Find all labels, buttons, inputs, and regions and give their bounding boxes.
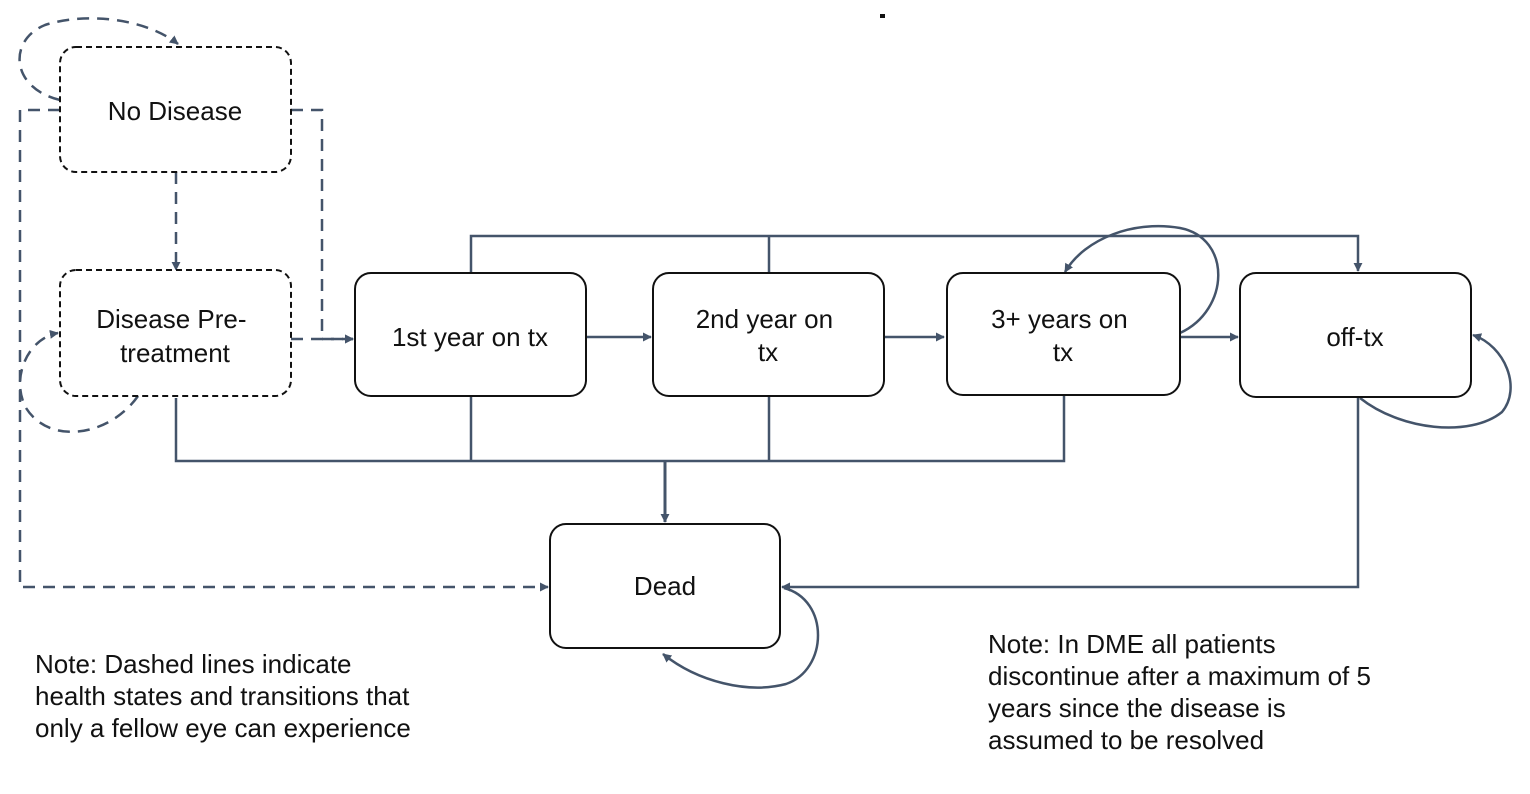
- note-dashed-line3: only a fellow eye can experience: [35, 713, 411, 743]
- svg-text:3+ years on tx: 3+ years on tx: [991, 304, 1135, 367]
- year2-label-line1: 2nd year on: [696, 304, 833, 334]
- dashed-connectors: [18, 17, 549, 592]
- note-dme-line4: assumed to be resolved: [988, 725, 1265, 755]
- note-dme-line1: Note: In DME all patients: [988, 629, 1276, 659]
- year2-label-line2: tx: [758, 337, 778, 367]
- state-year1: 1st year on tx: [354, 272, 587, 397]
- no-disease-label: No Disease: [108, 96, 242, 126]
- no-disease-to-dead-arrow: [18, 108, 549, 592]
- pretreatment-label-line1: Disease Pre-: [96, 304, 246, 334]
- offtx-self-loop: [1359, 333, 1512, 429]
- year3-label-line2: tx: [1053, 337, 1073, 367]
- solid-connectors: [174, 224, 1512, 689]
- note-dme-line2: discontinue after a maximum of 5: [988, 661, 1371, 691]
- year3-label-line1: 3+ years on: [991, 304, 1128, 334]
- svg-text:Disease Pre- treatment: Disease Pre- treatment: [96, 304, 254, 368]
- dead-self-loop: [662, 586, 820, 689]
- state-year3: 3+ years on tx: [946, 272, 1181, 396]
- top-bus-to-offtx: [469, 234, 1363, 273]
- stray-mark: [880, 14, 885, 18]
- offtx-label: off-tx: [1326, 322, 1383, 352]
- note-dashed-line1: Note: Dashed lines indicate: [35, 649, 352, 679]
- svg-text:2nd year on tx: 2nd year on tx: [696, 304, 841, 367]
- note-dashed-line2: health states and transitions that: [35, 681, 410, 711]
- year3-self-loop: [1063, 224, 1220, 335]
- state-disease-pretreatment: Disease Pre- treatment: [59, 269, 292, 397]
- svg-text:off-tx: off-tx: [1326, 322, 1383, 352]
- svg-text:Dead: Dead: [634, 571, 696, 601]
- note-dme: Note: In DME all patients discontinue af…: [988, 628, 1371, 756]
- offtx-to-dead-arrow: [781, 397, 1360, 592]
- svg-text:No Disease: No Disease: [108, 96, 242, 126]
- note-dme-line3: years since the disease is: [988, 693, 1286, 723]
- state-off-tx: off-tx: [1239, 272, 1472, 398]
- pretreatment-self-loop: [18, 329, 140, 433]
- state-year2: 2nd year on tx: [652, 272, 885, 397]
- state-dead: Dead: [549, 523, 781, 649]
- note-dashed-lines: Note: Dashed lines indicate health state…: [35, 648, 411, 744]
- dead-label: Dead: [634, 571, 696, 601]
- no-disease-self-loop: [18, 17, 179, 102]
- year1-label: 1st year on tx: [392, 322, 548, 352]
- svg-text:1st year on tx: 1st year on tx: [392, 322, 548, 352]
- state-no-disease: No Disease: [59, 46, 292, 173]
- bottom-bus: [174, 395, 1066, 463]
- no-disease-to-year1-arrow: [291, 108, 354, 344]
- pretreatment-label-line2: treatment: [120, 338, 231, 368]
